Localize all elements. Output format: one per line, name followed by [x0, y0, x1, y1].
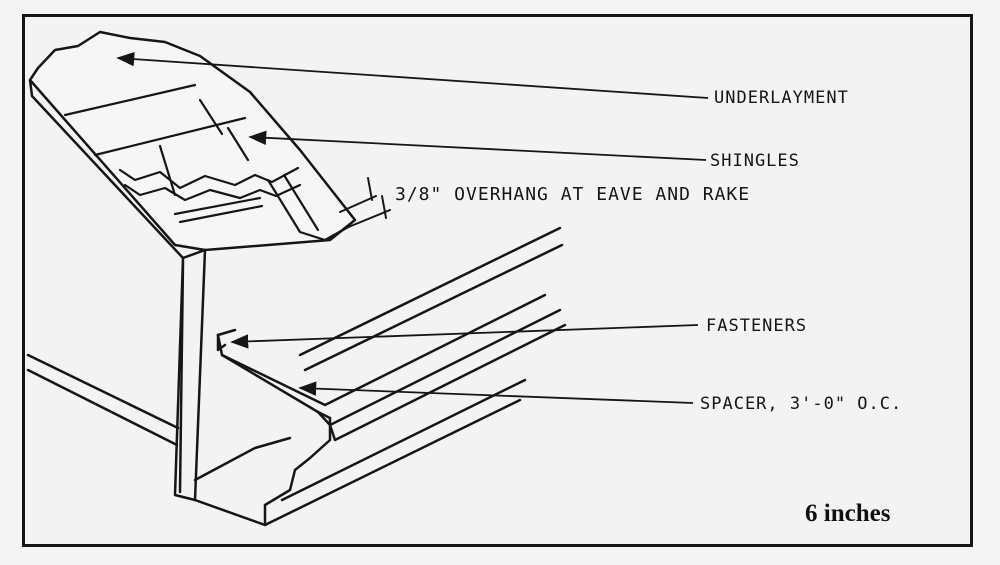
gutter-assembly: [193, 226, 567, 527]
scale-note: 6 inches: [805, 500, 891, 527]
fascia-board: [173, 248, 207, 502]
leader-lines: [116, 51, 709, 404]
wall-lines: [26, 353, 180, 447]
overhang-dimension: [339, 177, 391, 229]
roof-deck: [28, 30, 357, 260]
underlayment-label: UNDERLAYMENT: [714, 88, 849, 108]
overhang-label: 3/8" OVERHANG AT EAVE AND RAKE: [395, 184, 751, 205]
fasteners-label: FASTENERS: [706, 316, 808, 336]
shingles-label: SHINGLES: [710, 151, 800, 171]
spacer-label: SPACER, 3'-0" O.C.: [700, 394, 903, 414]
shingle-courses: [63, 83, 352, 242]
